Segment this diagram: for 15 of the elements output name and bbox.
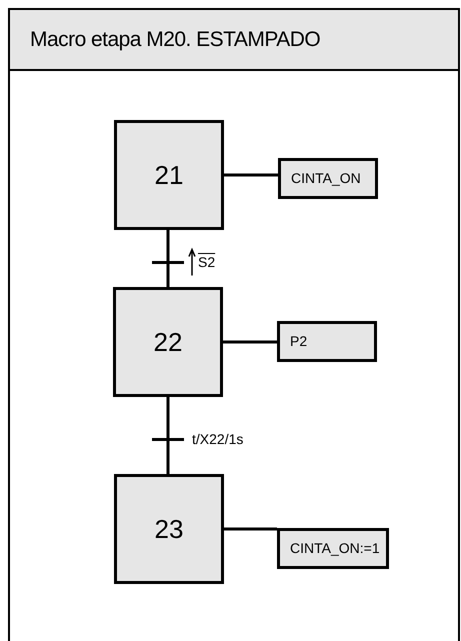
action-box	[277, 321, 377, 362]
transition-condition: t/X22/1s	[192, 432, 244, 446]
action-text: P2	[290, 332, 308, 351]
transition-condition: S2	[198, 254, 216, 268]
step-number: 23	[154, 512, 184, 546]
action-box	[278, 158, 378, 199]
step-box	[114, 474, 224, 584]
action-text: CINTA_ON	[291, 169, 361, 188]
diagram-title: Macro etapa M20. ESTAMPADO	[30, 27, 320, 53]
step-number: 22	[154, 326, 182, 358]
action-text: CINTA_ON:=1	[290, 539, 380, 558]
step-number: 21	[154, 158, 184, 192]
step-box	[113, 287, 223, 397]
action-box	[277, 528, 389, 569]
step-box	[114, 120, 224, 230]
